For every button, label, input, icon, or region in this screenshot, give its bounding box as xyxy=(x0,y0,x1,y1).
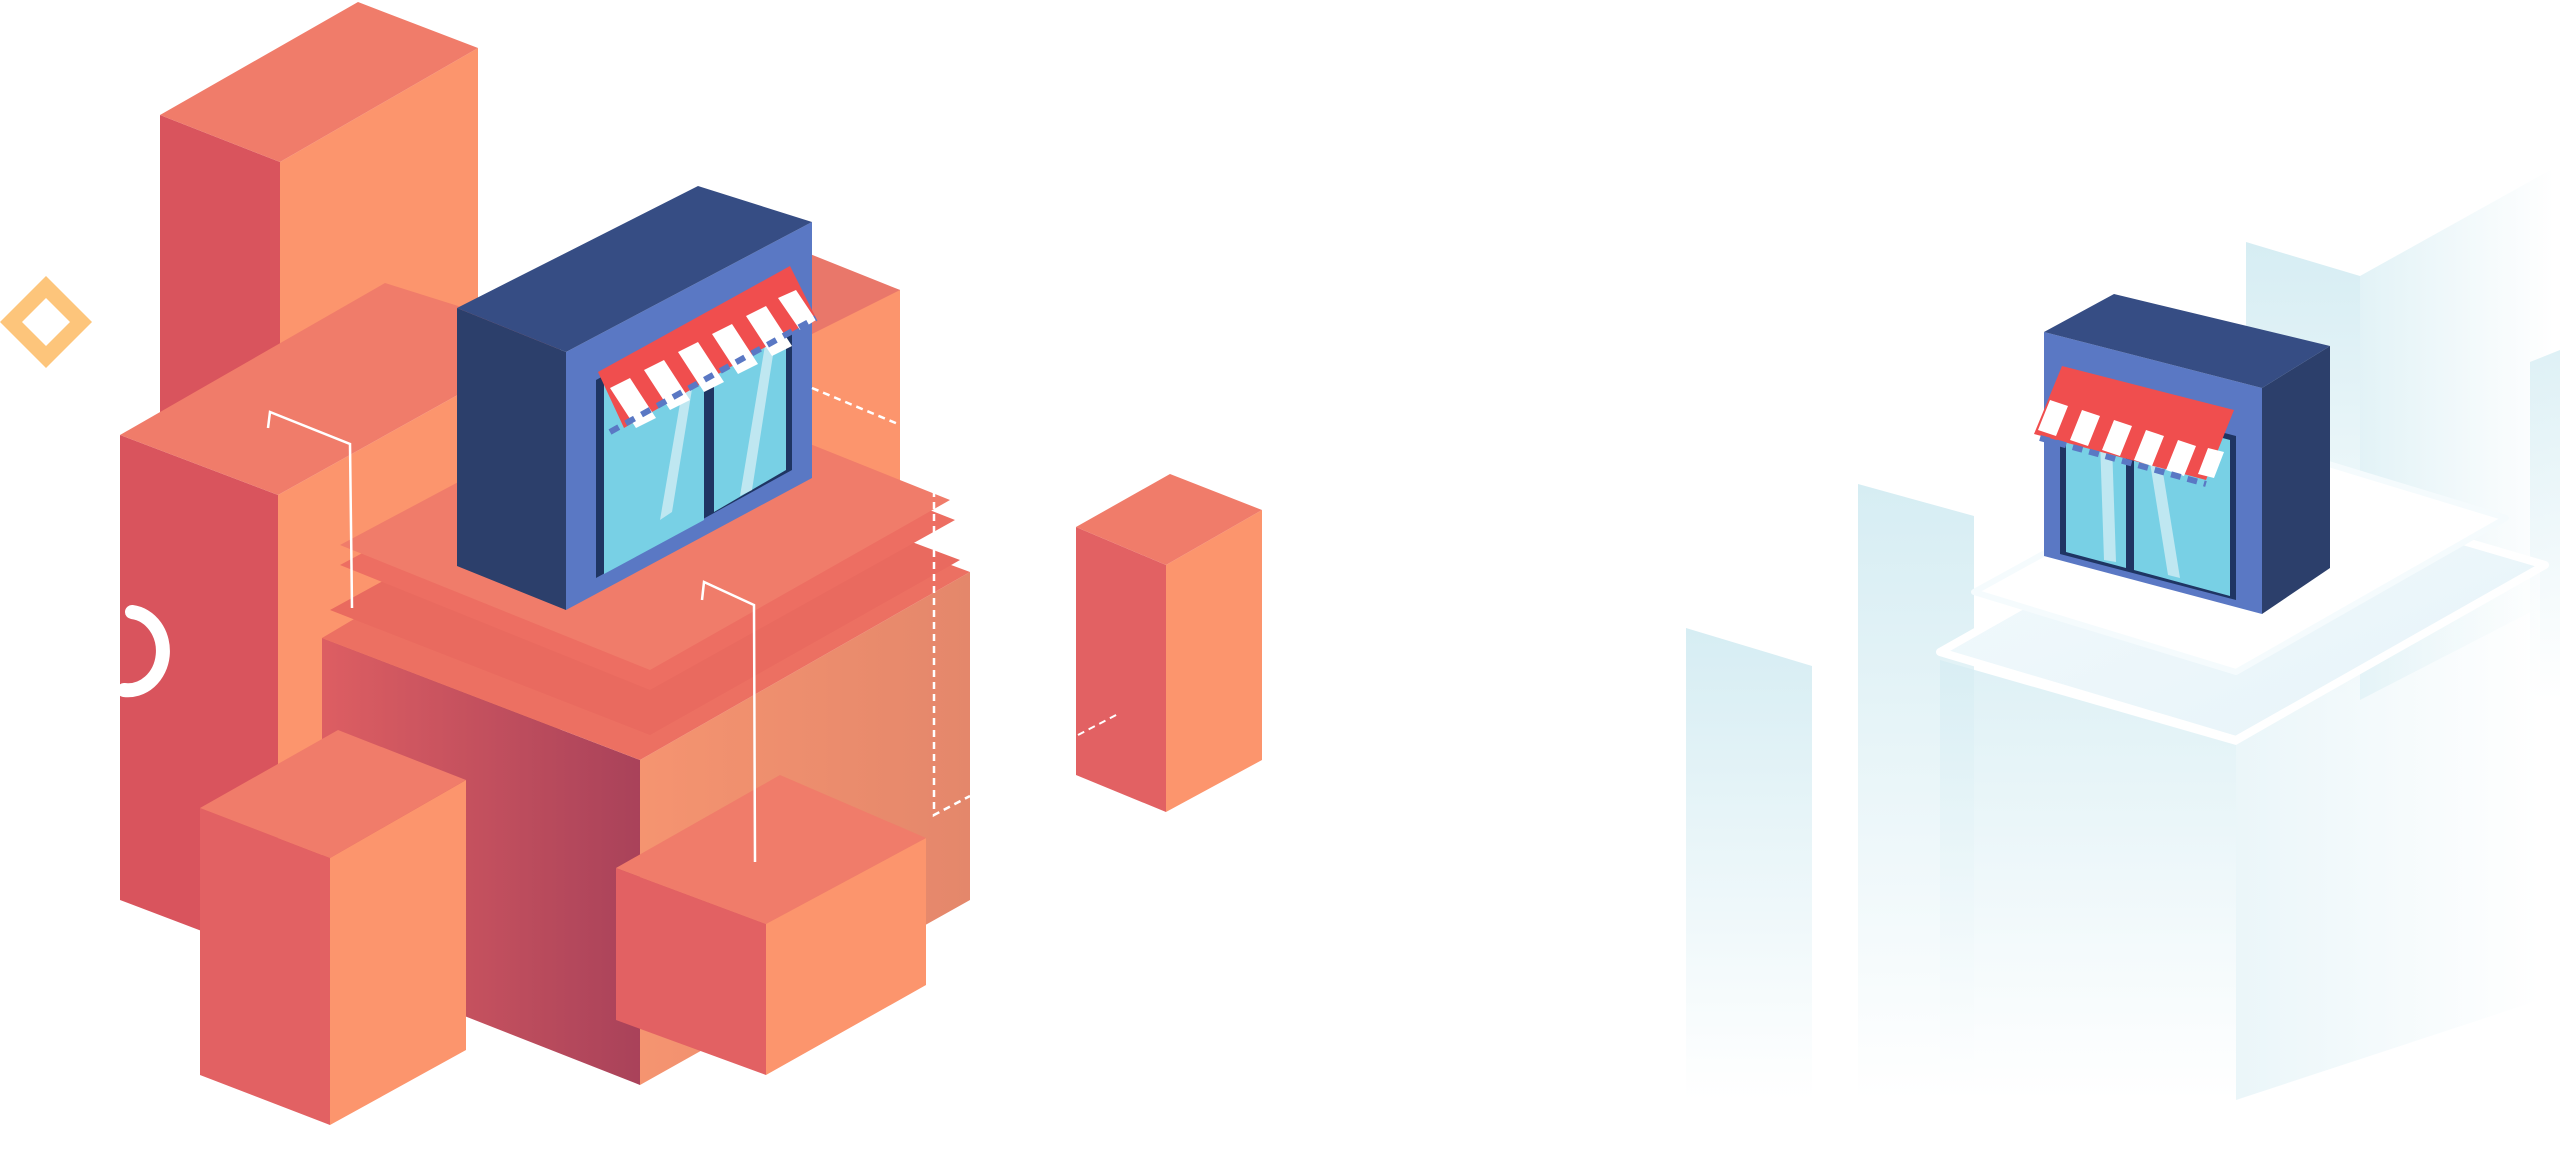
awning-stripes xyxy=(2038,400,2224,478)
left-building-group xyxy=(0,2,1262,1125)
ring-icon xyxy=(117,605,170,698)
awning-stripes xyxy=(610,290,816,428)
front-middle-block xyxy=(616,775,926,1075)
right-building-group xyxy=(1686,168,2560,1100)
connector-lines xyxy=(266,386,971,863)
front-left-block xyxy=(200,730,466,1125)
right-standalone-block xyxy=(1076,474,1262,812)
diamond-icon xyxy=(0,276,92,368)
storefront-icon xyxy=(2034,294,2330,614)
storefront-icon xyxy=(457,186,818,610)
